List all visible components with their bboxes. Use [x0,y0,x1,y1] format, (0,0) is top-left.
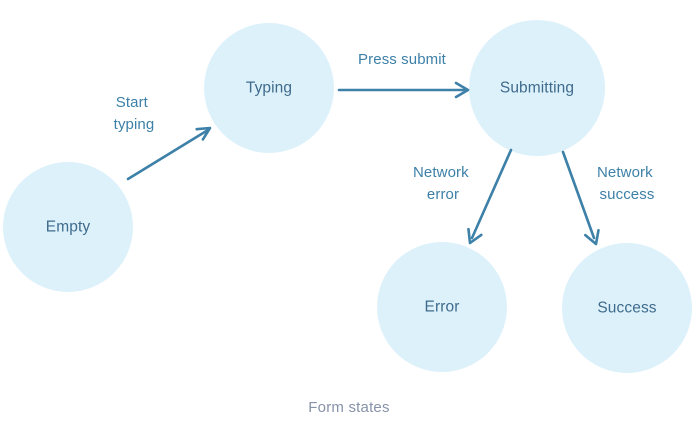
edge-submitting-to-success-line [561,150,596,240]
edge-label-line: success [600,186,655,203]
node-error-circle[interactable] [377,242,507,372]
node-submitting[interactable]: Submitting [469,20,605,156]
edge-label-line: typing [114,116,155,133]
edge-label-line: Start [116,94,149,111]
node-error-label: Error [425,299,460,316]
node-success-circle[interactable] [562,243,692,373]
edge-typing-to-submitting-arrowhead [454,81,470,99]
edge-typing-to-submitting: Press submit [337,51,470,99]
edge-label-line: error [427,186,459,203]
edge-typing-to-submitting-label: Press submit [358,51,447,68]
edge-submitting-to-error-line [470,148,513,240]
node-success-label: Success [597,300,656,317]
edge-submitting-to-success-label: Network success [597,164,657,203]
node-empty-label: Empty [46,219,91,236]
edge-empty-to-typing-arrowhead [195,126,212,141]
edge-submitting-to-success: Network success [561,150,657,246]
edge-empty-to-typing: Start typing [114,94,212,181]
diagram-caption: Form states [308,399,389,416]
edge-label-line: Press submit [358,51,447,68]
node-error[interactable]: Error [377,242,507,372]
edge-submitting-to-error-arrowhead [467,227,483,245]
edge-submitting-to-error: Network error [413,148,513,245]
edge-label-line: Network [597,164,653,181]
node-typing-label: Typing [246,80,292,97]
node-submitting-circle[interactable] [469,20,605,156]
node-empty[interactable]: Empty [3,162,133,292]
node-empty-circle[interactable] [3,162,133,292]
edge-submitting-to-success-arrowhead [584,229,600,246]
node-submitting-label: Submitting [500,80,574,97]
edge-empty-to-typing-line [126,128,210,181]
edge-empty-to-typing-label: Start typing [114,94,155,133]
node-typing[interactable]: Typing [204,23,334,153]
node-typing-circle[interactable] [204,23,334,153]
edge-label-line: Network [413,164,469,181]
edge-submitting-to-error-label: Network error [413,164,473,203]
node-success[interactable]: Success [562,243,692,373]
